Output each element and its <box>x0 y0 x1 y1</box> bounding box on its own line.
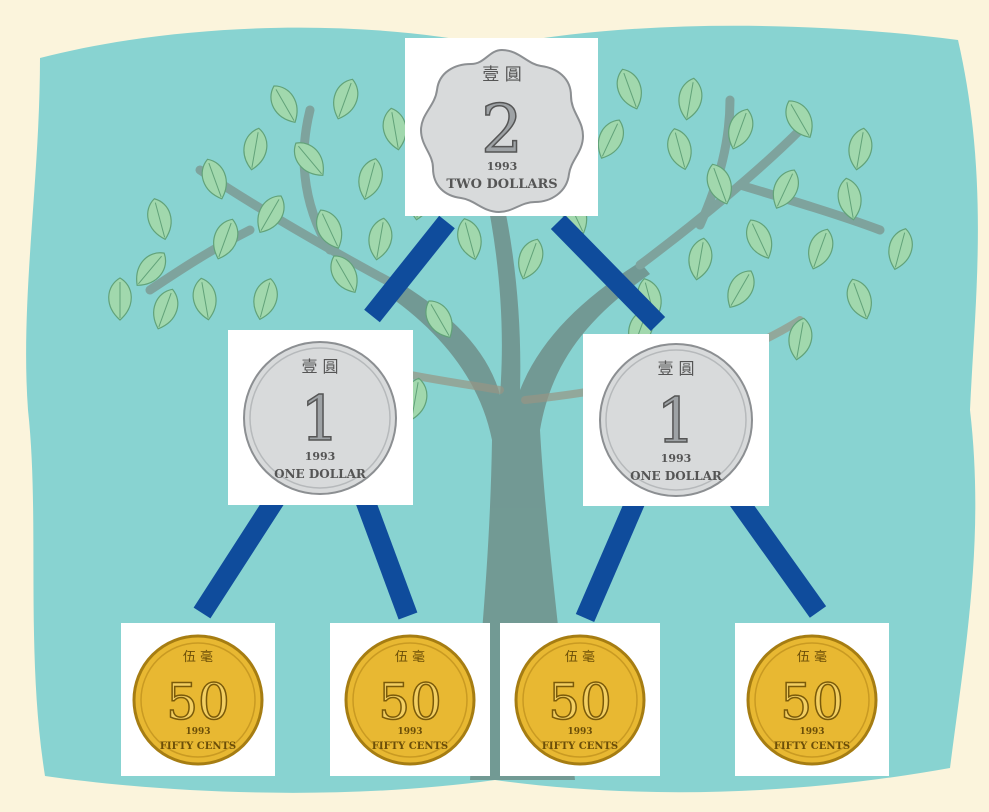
leaf-vein <box>391 112 399 148</box>
leaf-vein <box>430 304 450 336</box>
coin-mark-text: 伍 毫 <box>183 649 213 665</box>
leaf-vein <box>813 232 827 268</box>
leaf-vein <box>730 274 750 306</box>
fifty-cent-coin-card-4: 伍 毫 50 1993 FIFTY CENTS <box>735 623 889 776</box>
leaf-vein <box>260 199 280 231</box>
coin-caption-text: FIFTY CENTS <box>774 741 850 752</box>
leaf-shape <box>330 255 358 294</box>
leaf-vein <box>790 104 810 136</box>
leaf-cluster <box>108 68 913 450</box>
coin-year-text: 1993 <box>397 727 422 737</box>
one-dollar-coin-card-right: 壹 圓 1 1993 ONE DOLLAR <box>583 334 769 506</box>
coin-year-text: 1993 <box>305 450 336 463</box>
coin-mark-text: 伍 毫 <box>395 649 425 665</box>
leaf-shape <box>785 100 813 139</box>
connector-line <box>364 215 455 323</box>
leaf-vein <box>853 282 867 318</box>
branch <box>695 95 735 230</box>
coin-year-text: 1993 <box>799 727 824 737</box>
coin-mark-text: 壹 圓 <box>657 359 694 378</box>
leaf-shape <box>727 270 755 309</box>
leaf-vein <box>674 132 686 168</box>
leaf-vein <box>856 132 864 168</box>
leaf-vein <box>259 282 271 318</box>
hong-kong-fifty-cent-coin-icon: 伍 毫 50 1993 FIFTY CENTS <box>132 634 264 766</box>
connector-line <box>729 494 827 618</box>
leaf-vein <box>623 72 637 108</box>
hong-kong-one-dollar-coin-icon: 壹 圓 1 1993 ONE DOLLAR <box>243 341 397 495</box>
tree-illustration <box>108 68 913 780</box>
leaf-vein <box>894 232 906 268</box>
leaf-vein <box>208 162 222 198</box>
leaf-vein <box>298 145 322 175</box>
hong-kong-one-dollar-coin-icon: 壹 圓 1 1993 ONE DOLLAR <box>599 343 753 497</box>
leaf-vein <box>364 162 376 198</box>
coin-denomination-text: 50 <box>378 673 442 731</box>
fifty-cent-coin-card-1: 伍 毫 50 1993 FIFTY CENTS <box>121 623 275 776</box>
leaf-vein <box>154 202 166 238</box>
hong-kong-fifty-cent-coin-icon: 伍 毫 50 1993 FIFTY CENTS <box>344 634 476 766</box>
coin-caption-text: ONE DOLLAR <box>630 469 723 483</box>
connector-line <box>575 496 646 622</box>
fifty-cent-coin-card-3: 伍 毫 50 1993 FIFTY CENTS <box>500 623 660 776</box>
hong-kong-fifty-cent-coin-icon: 伍 毫 50 1993 FIFTY CENTS <box>746 634 878 766</box>
coin-year-text: 1993 <box>487 160 518 173</box>
leaf-vein <box>338 82 352 118</box>
coin-denomination-text: 50 <box>780 673 844 731</box>
coin-denomination-text: 50 <box>548 673 612 731</box>
root-coin-card: 壹 圓 2 1993 TWO DOLLARS <box>405 38 598 216</box>
coin-denomination-text: 1 <box>300 382 339 455</box>
branch <box>735 180 885 235</box>
leaf-vein <box>733 112 747 148</box>
coin-caption-text: ONE DOLLAR <box>274 467 367 481</box>
coin-year-text: 1993 <box>567 727 592 737</box>
coin-mark-text: 壹 圓 <box>301 357 338 376</box>
coin-year-text: 1993 <box>661 452 692 465</box>
hong-kong-two-dollar-coin-icon: 壹 圓 2 1993 TWO DOLLARS <box>419 48 585 214</box>
fifty-cent-coin-card-2: 伍 毫 50 1993 FIFTY CENTS <box>330 623 490 776</box>
leaf-vein <box>713 167 727 203</box>
leaf-vein <box>751 223 769 257</box>
coin-denomination-text: 2 <box>481 91 523 168</box>
coin-caption-text: FIFTY CENTS <box>372 741 448 752</box>
leaf-vein <box>523 242 537 278</box>
coin-mark-text: 壹 圓 <box>482 65 521 85</box>
leaf-vein <box>158 292 172 328</box>
connector-line <box>352 488 418 620</box>
leaf-vein <box>138 255 162 285</box>
coin-caption-text: TWO DOLLARS <box>446 177 557 192</box>
leaf-vein <box>696 242 704 278</box>
coin-caption-text: FIFTY CENTS <box>160 741 236 752</box>
leaf-vein <box>201 282 209 318</box>
leaf-vein <box>275 89 295 121</box>
leaf-shape <box>425 300 453 339</box>
leaf-vein <box>335 259 355 291</box>
leaf-vein <box>321 213 339 247</box>
coin-caption-text: FIFTY CENTS <box>542 741 618 752</box>
leaf-vein <box>464 222 476 258</box>
hong-kong-fifty-cent-coin-icon: 伍 毫 50 1993 FIFTY CENTS <box>514 634 646 766</box>
one-dollar-coin-card-left: 壹 圓 1 1993 ONE DOLLAR <box>228 330 413 505</box>
coin-denomination-text: 50 <box>166 673 230 731</box>
connector-line <box>550 214 666 332</box>
coin-denomination-text: 1 <box>656 384 695 457</box>
connector-line <box>193 486 289 619</box>
leaf-vein <box>218 222 232 258</box>
connector-lines <box>193 214 827 622</box>
leaf-vein <box>776 173 794 207</box>
leaf-shape <box>270 85 298 124</box>
leaf-vein <box>686 82 694 118</box>
leaf-vein <box>796 322 804 358</box>
leaf-vein <box>846 182 854 218</box>
coin-mark-text: 伍 毫 <box>565 649 595 665</box>
leaf-vein <box>376 222 384 258</box>
leaf-vein <box>251 132 259 168</box>
leaf-vein <box>601 123 619 157</box>
leaf-shape <box>257 195 285 234</box>
coin-year-text: 1993 <box>185 727 210 737</box>
coin-mark-text: 伍 毫 <box>797 649 827 665</box>
